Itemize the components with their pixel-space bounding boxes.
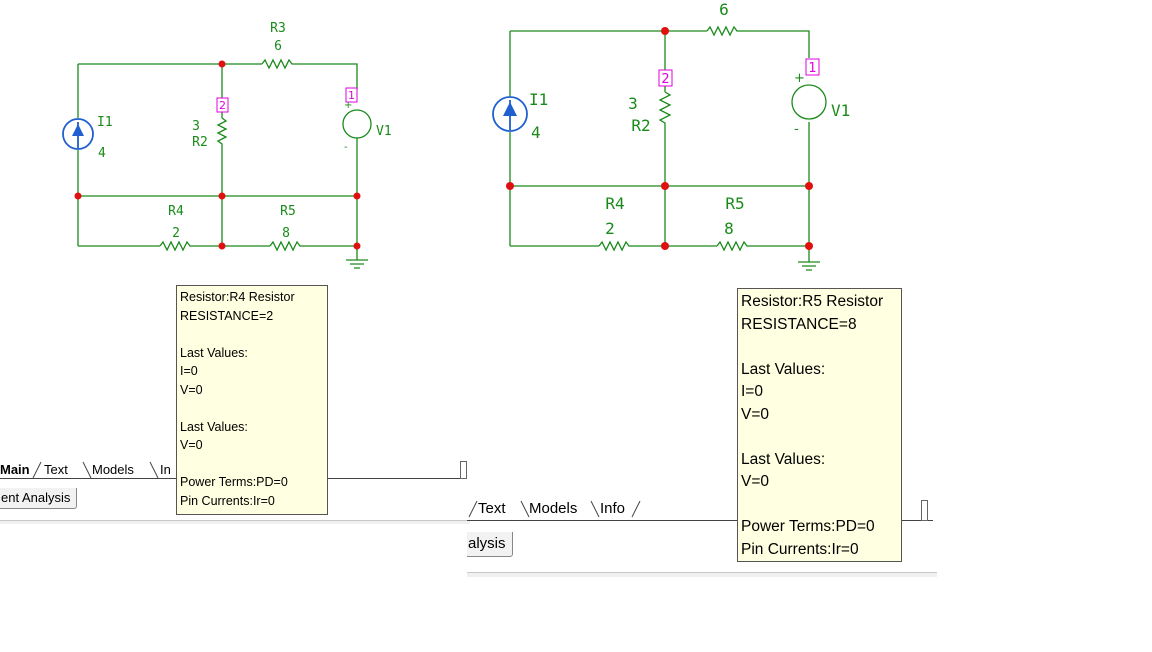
resistor-r5-tooltip: Resistor:R5 Resistor RESISTANCE=8 Last V… xyxy=(737,288,902,562)
tooltip-line: V=0 xyxy=(180,382,203,397)
tooltip-line: Last Values: xyxy=(180,345,248,360)
tooltip-line: Power Terms:PD=0 xyxy=(741,518,875,535)
r4-resistor[interactable] xyxy=(598,240,665,252)
r5-resistor[interactable] xyxy=(716,240,809,252)
tab-main[interactable]: Main xyxy=(0,462,30,477)
i1-source[interactable] xyxy=(492,96,528,132)
tooltip-line: Pin Currents:Ir=0 xyxy=(741,540,859,558)
analysis-button[interactable]: ent Analysis xyxy=(0,488,78,509)
r2-value: 3 xyxy=(628,94,638,113)
tab-text[interactable]: Text xyxy=(44,462,68,477)
tooltip-line: V=0 xyxy=(741,405,770,423)
tab-info[interactable]: In xyxy=(160,462,171,477)
tooltip-line: RESISTANCE=8 xyxy=(741,315,857,333)
right-schematic-view: 2 1 6 I1 4 3 R2 V1 + - R4 2 R5 8 Text Mo… xyxy=(467,0,937,585)
v1-pin-label: 1 xyxy=(808,61,816,76)
r2-resistor[interactable] xyxy=(216,117,228,246)
r3-resistor[interactable] xyxy=(706,25,743,37)
r5-value: 8 xyxy=(282,226,290,241)
tooltip-line: Power Terms:PD=0 xyxy=(180,475,288,489)
bottom-strip xyxy=(0,520,470,524)
tab-info[interactable]: Info xyxy=(600,500,626,517)
r5-label: R5 xyxy=(280,204,296,219)
r3-resistor[interactable] xyxy=(261,58,294,70)
r2-pin-label: 2 xyxy=(661,72,669,87)
tab-models[interactable]: Models xyxy=(529,500,578,517)
tooltip-line: Resistor:R5 Resistor xyxy=(741,293,884,310)
r5-value: 8 xyxy=(724,219,734,238)
splitter-handle[interactable] xyxy=(921,500,928,521)
r3-value: 6 xyxy=(274,39,282,54)
r2-resistor[interactable] xyxy=(658,91,672,246)
i1-label: I1 xyxy=(97,115,113,130)
tooltip-line: Last Values: xyxy=(741,360,826,378)
tab-models[interactable]: Models xyxy=(92,462,134,477)
r5-label: R5 xyxy=(725,194,744,213)
v1-source[interactable] xyxy=(342,109,372,139)
tooltip-line xyxy=(741,426,898,449)
v1-plus: + xyxy=(794,71,805,86)
junction-dots xyxy=(506,27,813,250)
r4-value: 2 xyxy=(605,219,615,238)
tooltip-line xyxy=(180,455,324,474)
bottom-strip xyxy=(467,572,937,577)
right-tab-strip: Text Models Info xyxy=(467,500,933,522)
tooltip-line: RESISTANCE=2 xyxy=(180,308,274,323)
r2-value: 3 xyxy=(192,119,200,134)
tooltip-line xyxy=(741,336,898,359)
analysis-button[interactable]: alysis xyxy=(467,532,513,557)
i1-value: 4 xyxy=(98,146,106,161)
v1-label: V1 xyxy=(376,124,392,139)
resistor-r4-tooltip: Resistor:R4 Resistor RESISTANCE=2 Last V… xyxy=(176,285,328,515)
tooltip-line: Last Values: xyxy=(180,419,248,434)
ground-symbol xyxy=(798,246,820,271)
left-circuit-diagram: 2 1 R3 6 I1 4 3 R2 V1 + - R4 2 R5 8 xyxy=(62,21,392,269)
v1-pin-label: 1 xyxy=(348,89,355,102)
r2-label: R2 xyxy=(192,135,208,150)
r3-label: R3 xyxy=(270,21,286,36)
tooltip-line xyxy=(741,494,898,517)
r2-label: R2 xyxy=(631,116,650,135)
left-tab-strip: Main Text Models In xyxy=(0,461,466,483)
junction-dots xyxy=(74,60,361,250)
tooltip-line: Last Values: xyxy=(741,450,826,468)
tooltip-line: V=0 xyxy=(741,473,770,490)
tab-text[interactable]: Text xyxy=(478,500,506,517)
tooltip-line: V=0 xyxy=(180,438,203,452)
tooltip-line: Resistor:R4 Resistor xyxy=(180,290,295,304)
v1-minus: - xyxy=(344,142,348,153)
tooltip-line: Pin Currents:Ir=0 xyxy=(180,493,275,508)
r2-pin-label: 2 xyxy=(219,99,226,112)
tooltip-line: I=0 xyxy=(741,383,763,400)
splitter-handle[interactable] xyxy=(460,461,467,479)
r4-label: R4 xyxy=(168,204,184,219)
i1-source[interactable] xyxy=(62,118,94,150)
i1-value: 4 xyxy=(531,123,541,142)
wire xyxy=(294,63,358,90)
r4-value: 2 xyxy=(172,226,180,241)
r4-resistor[interactable] xyxy=(159,240,222,252)
ground-symbol xyxy=(346,246,368,269)
v1-minus: - xyxy=(794,122,799,137)
v1-label: V1 xyxy=(831,101,850,120)
r3-value: 6 xyxy=(719,0,729,19)
r5-resistor[interactable] xyxy=(269,240,357,252)
v1-source[interactable] xyxy=(791,84,827,120)
right-circuit-diagram: 2 1 6 I1 4 3 R2 V1 + - R4 2 R5 8 xyxy=(492,0,850,271)
r4-label: R4 xyxy=(605,194,624,213)
tooltip-line: I=0 xyxy=(180,364,198,378)
v1-plus: + xyxy=(344,100,352,111)
tooltip-line xyxy=(180,325,324,344)
left-schematic-view: 2 1 R3 6 I1 4 3 R2 V1 + - R4 2 R5 8 Main… xyxy=(0,0,470,535)
tooltip-line xyxy=(180,399,324,418)
i1-label: I1 xyxy=(529,90,548,109)
